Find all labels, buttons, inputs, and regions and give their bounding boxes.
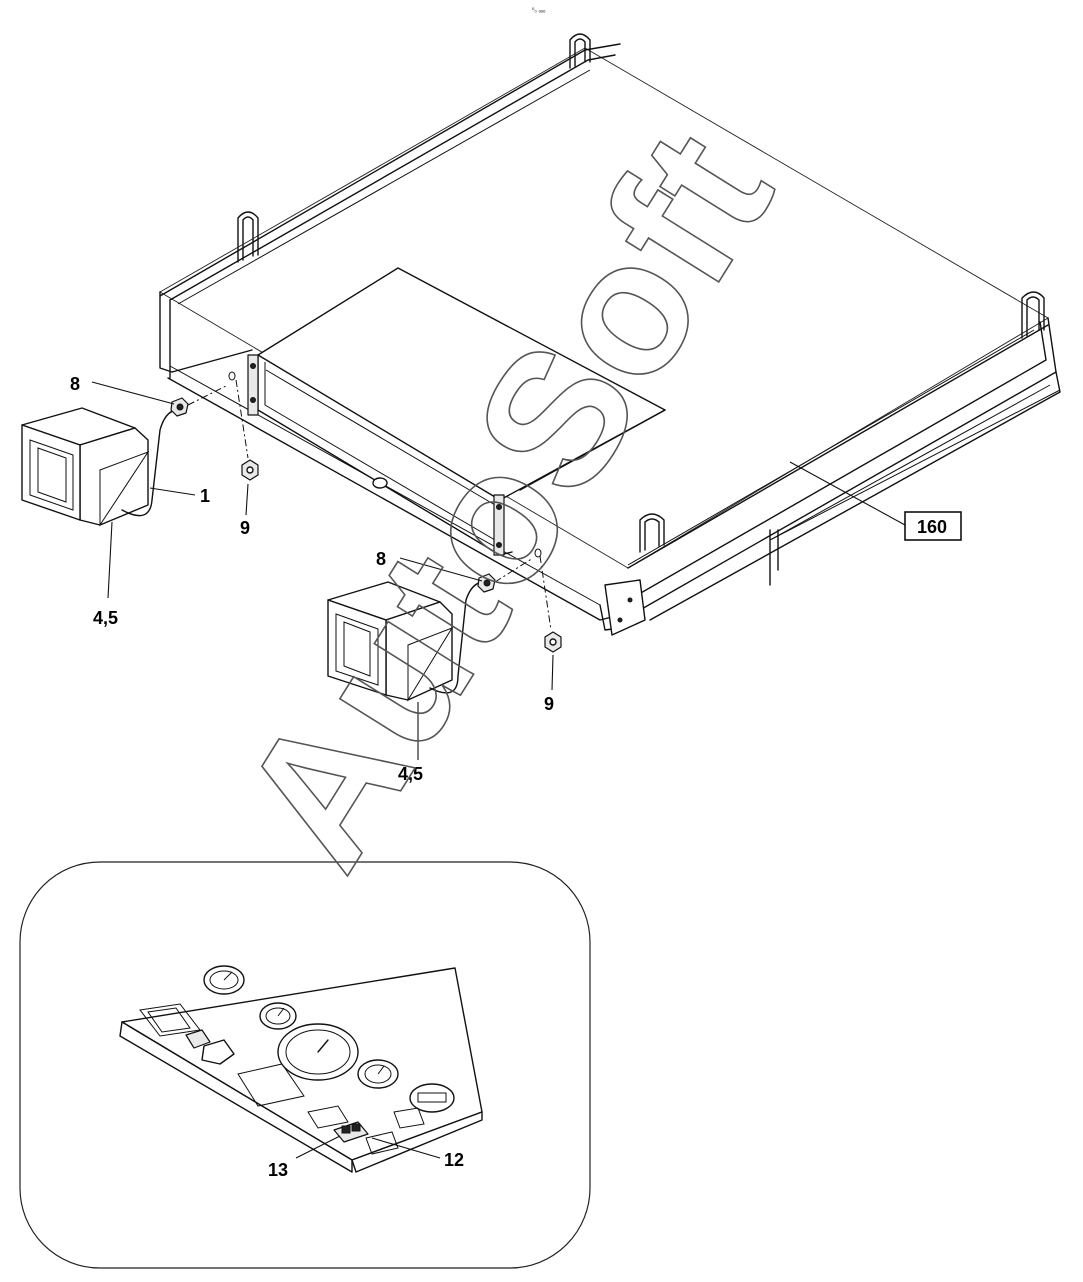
lifting-eye-front — [639, 513, 665, 553]
hatch-hinge-left — [247, 354, 259, 416]
lifting-eye-left — [237, 211, 259, 263]
callout-4-5-middle: 4,5 — [398, 764, 423, 784]
lamp-middle-cable — [429, 581, 485, 694]
callout-9-middle: 9 — [544, 694, 554, 714]
callout-9-left: 9 — [240, 518, 250, 538]
bolt-middle — [477, 573, 496, 593]
callout-160: 160 — [917, 517, 947, 537]
callout-8-left: 8 — [70, 374, 80, 394]
hatch-latch — [372, 477, 388, 489]
bolt-left — [170, 397, 189, 417]
dashboard-panel — [119, 965, 483, 1173]
work-lamp-middle — [327, 581, 485, 702]
corner-bracket — [604, 579, 646, 636]
nut-left — [241, 459, 259, 481]
inset-frame — [19, 861, 591, 1269]
lamp-middle-face — [327, 599, 387, 696]
callout-12: 12 — [444, 1150, 464, 1170]
axis-middle — [539, 555, 552, 631]
inset-panel: 13 12 — [19, 861, 591, 1269]
callout-13: 13 — [268, 1160, 288, 1180]
lifting-eye-rear — [569, 33, 591, 69]
work-lamp-left — [21, 407, 177, 527]
cab-roof-assembly — [159, 33, 1061, 636]
lifting-eye-right — [1021, 291, 1045, 339]
callout-160-box: 160 — [904, 511, 962, 541]
callout-8-middle: 8 — [376, 549, 386, 569]
callout-4-5-left: 4,5 — [93, 608, 118, 628]
hatch-hinge-right — [493, 494, 505, 556]
callout-1: 1 — [200, 486, 210, 506]
leader-lines — [91, 381, 906, 760]
lamp-left-cable — [121, 409, 177, 517]
axis-left — [235, 379, 249, 459]
header-mark: ⁰₀ ₒₒₒ — [532, 7, 546, 14]
gauge-fourth — [409, 1083, 455, 1113]
nut-middle — [544, 631, 562, 653]
